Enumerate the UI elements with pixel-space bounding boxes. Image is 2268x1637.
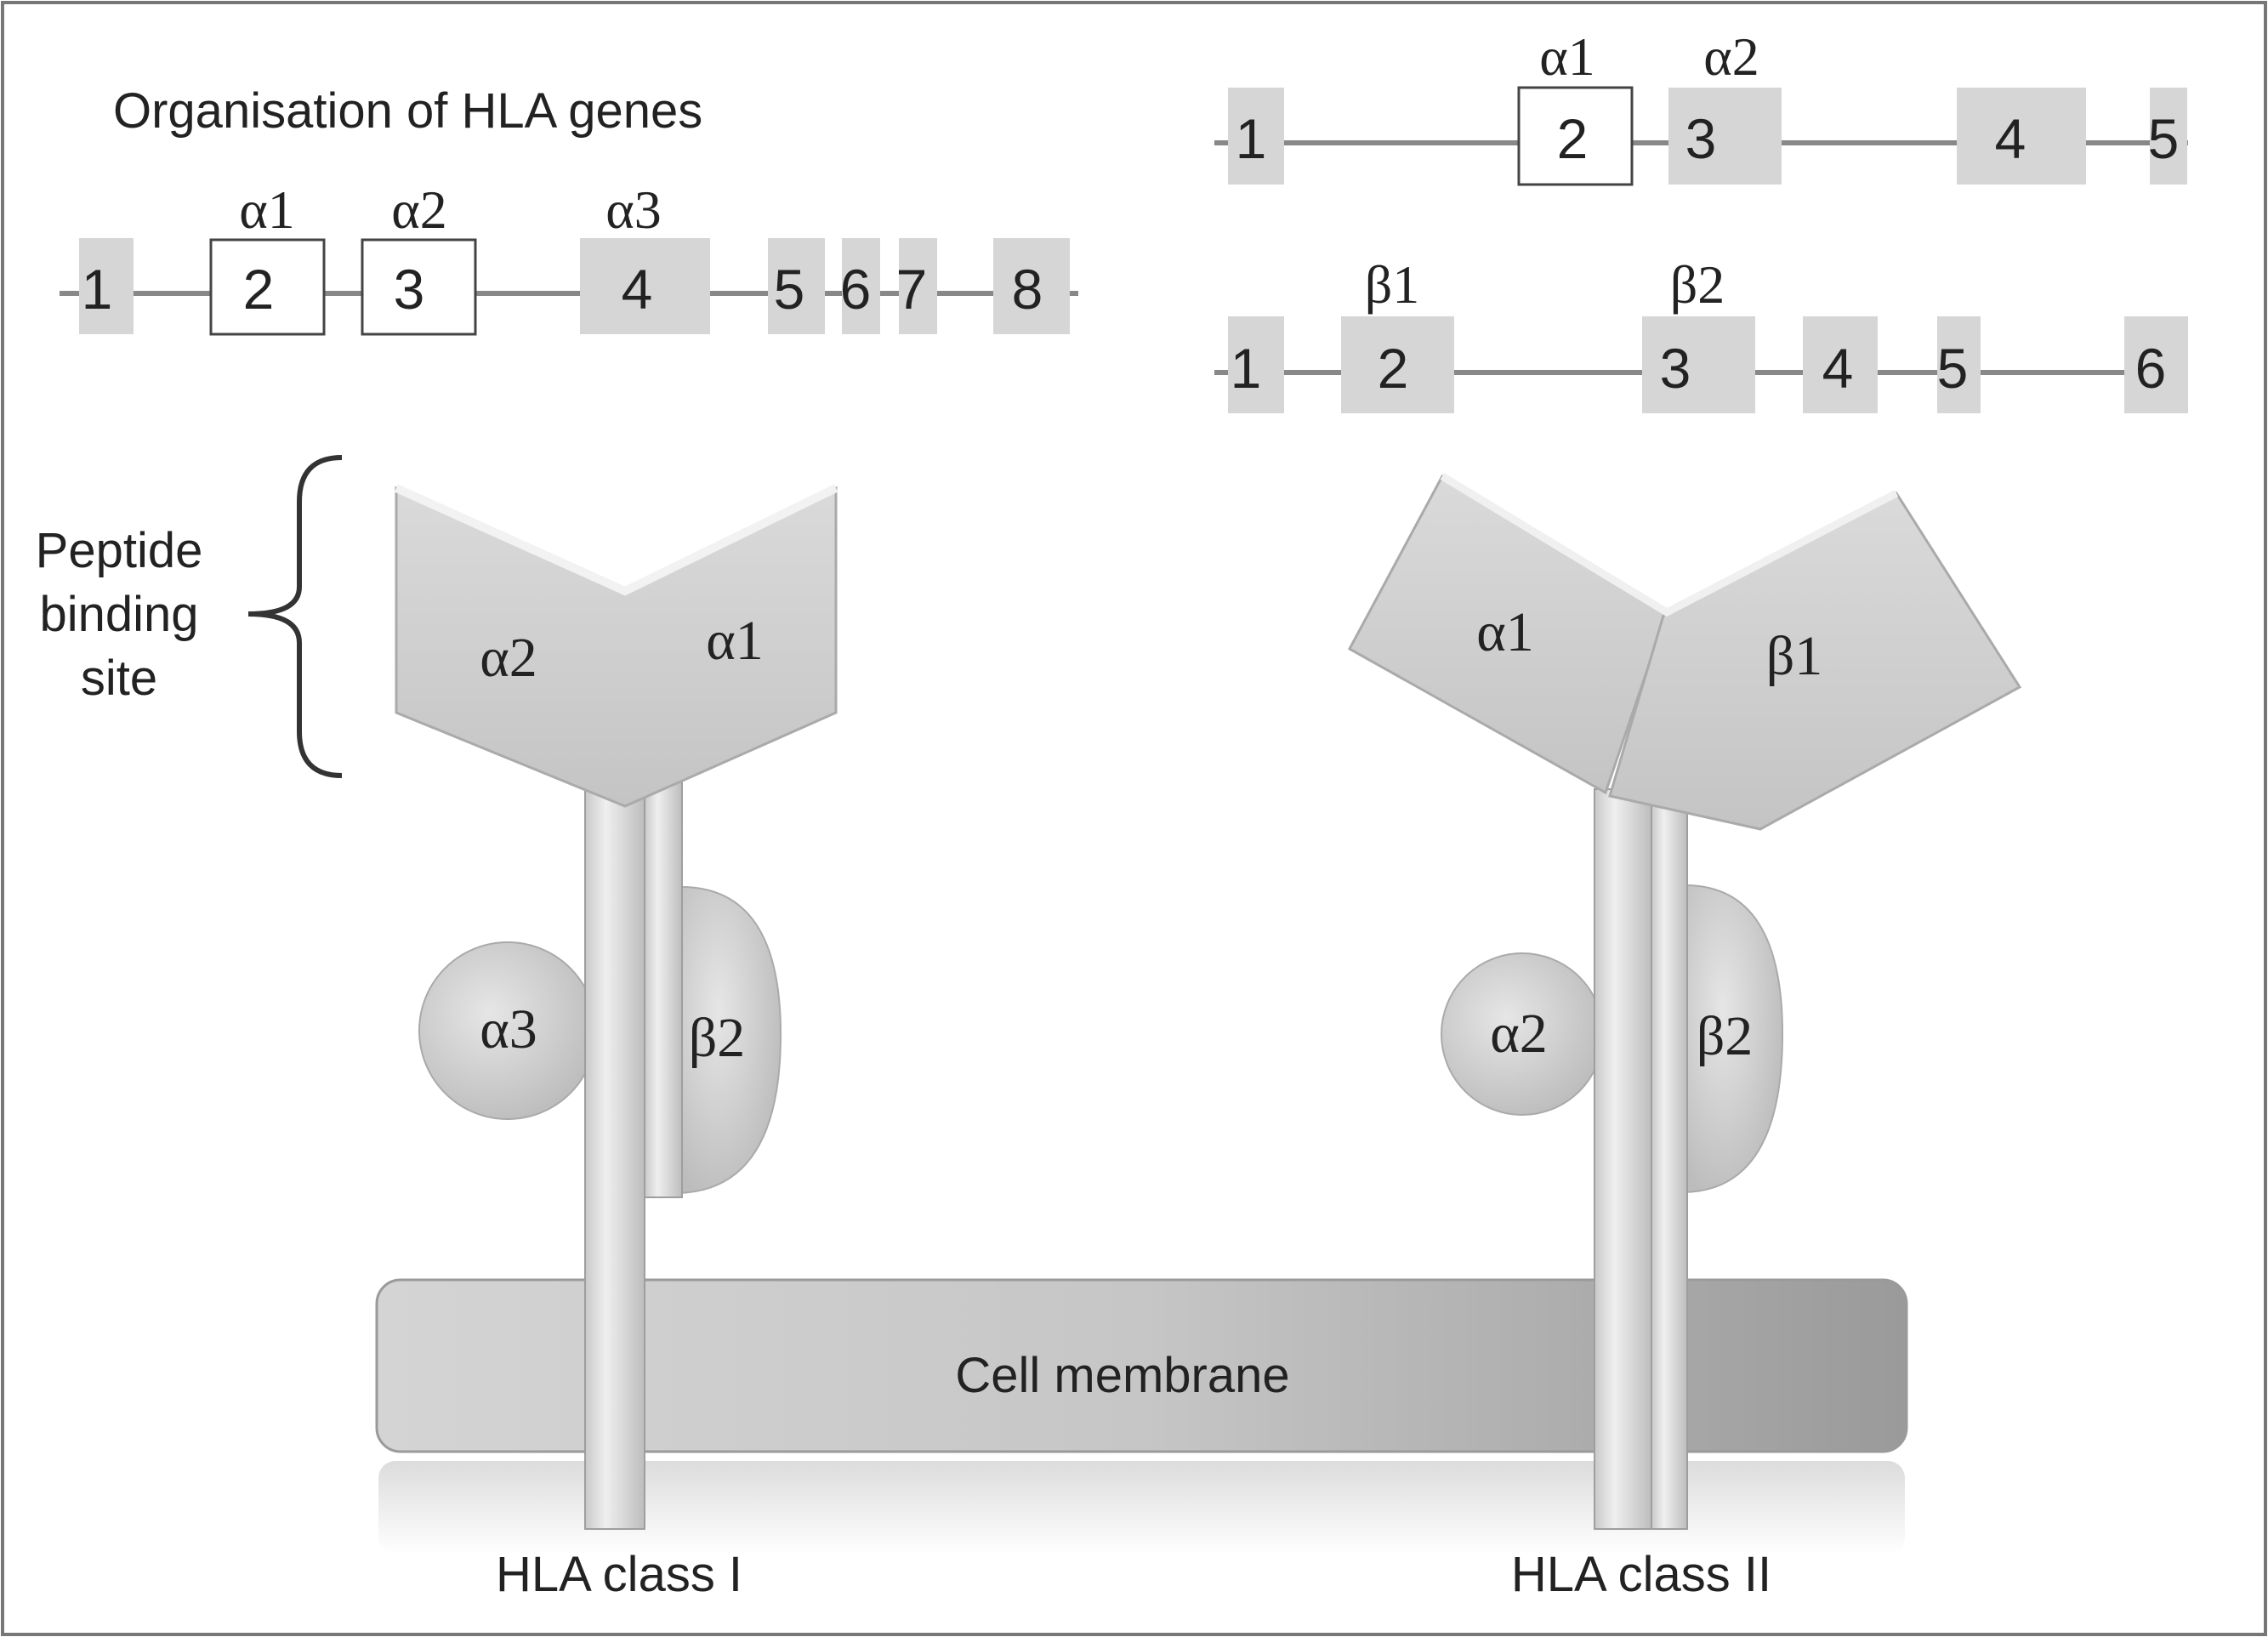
class-ii-alpha-exon-2 [1517, 86, 1634, 186]
class-i-exon-label-5: 5 [774, 258, 805, 321]
class-ii-alpha-exon-3 [1668, 88, 1782, 185]
peptide-binding-label-line-1: Peptide [36, 523, 203, 578]
class-i-exon-label-1: 1 [82, 258, 113, 321]
class-ii-a2-label: α2 [1490, 1003, 1548, 1065]
class-ii-alpha-exon-label-2: 2 [1557, 107, 1589, 170]
class-i-exon-label-4: 4 [622, 258, 653, 321]
class-ii-stalk-left [1594, 788, 1652, 1530]
class-ii-alpha-domain-label-a1: α1 [1539, 26, 1595, 87]
class-i-b2-label: β2 [689, 1007, 746, 1069]
class-i-peptide-binding-groove [395, 486, 838, 808]
class-ii-beta-exon-label-3: 3 [1660, 337, 1691, 400]
class-ii-beta-domain-label-b2: β2 [1670, 254, 1725, 315]
class-i-exon-3 [361, 238, 477, 336]
membrane-label: Cell membrane [955, 1348, 1289, 1403]
class-ii-beta-exon-6 [2124, 316, 2188, 413]
class-ii-alpha-gene-map: 1 2 3 4 5 α1 α2 [1214, 26, 2188, 186]
class-ii-alpha-exon-1 [1228, 88, 1284, 185]
class-i-a2-label: α2 [480, 627, 537, 689]
class-ii-beta-exon-5 [1937, 316, 1981, 413]
class-i-exon-label-3: 3 [394, 258, 425, 321]
class-ii-b1-label: β1 [1766, 625, 1823, 687]
hla-class-i-molecule: α2 α1 α3 β2 HLA class I [394, 484, 838, 1602]
class-i-exon-label-2: 2 [243, 258, 275, 321]
class-ii-alpha-exon-label-3: 3 [1685, 107, 1717, 170]
class-ii-b1-domain [1608, 492, 2022, 831]
class-ii-b2-label: β2 [1697, 1005, 1754, 1067]
class-i-caption: HLA class I [496, 1547, 742, 1602]
class-i-exon-label-8: 8 [1012, 258, 1043, 321]
class-ii-beta-exon-label-5: 5 [1937, 337, 1969, 400]
class-ii-alpha-exon-label-5: 5 [2148, 107, 2180, 170]
class-ii-alpha-exon-4 [1957, 88, 2086, 185]
cell-membrane: Cell membrane [375, 1278, 1908, 1555]
class-i-domain-label-a2: α2 [391, 179, 447, 240]
class-i-groove-highlight [394, 484, 838, 596]
peptide-binding-label-line-2: binding [39, 587, 198, 642]
class-i-b2-domain [677, 885, 782, 1195]
figure-title: Organisation of HLA genes [113, 83, 702, 139]
class-ii-beta-exon-label-4: 4 [1822, 337, 1854, 400]
class-i-exon-6 [842, 238, 880, 334]
class-i-domain-label-a1: α1 [239, 179, 295, 240]
class-ii-beta-exon-1 [1228, 316, 1284, 413]
peptide-binding-bracket [247, 455, 343, 778]
class-i-a1-label: α1 [706, 610, 764, 672]
class-i-exon-5 [768, 238, 825, 334]
peptide-binding-site-callout: Peptide binding site [36, 455, 343, 778]
hla-class-ii-molecule: α1 β1 α2 β2 HLA class II [1347, 473, 2022, 1602]
class-ii-beta-gene-map: 1 2 3 4 5 6 β1 β2 [1214, 254, 2188, 413]
membrane-reflection [378, 1461, 1905, 1555]
class-i-exon-7 [899, 238, 937, 334]
class-ii-alpha-exon-5 [2150, 88, 2187, 185]
class-ii-alpha-domain-label-a2: α2 [1703, 26, 1759, 87]
class-ii-a1-label: α1 [1476, 601, 1534, 663]
class-ii-domain-highlight [1440, 473, 1899, 617]
peptide-binding-label-line-3: site [81, 651, 157, 706]
class-ii-stalk-right [1651, 788, 1688, 1530]
class-ii-b2-domain [1683, 884, 1784, 1194]
class-i-exon-4 [580, 238, 710, 334]
class-ii-beta-exon-label-2: 2 [1378, 337, 1409, 400]
class-i-a3-label: α3 [480, 998, 537, 1060]
class-i-exon-label-7: 7 [896, 258, 928, 321]
class-ii-beta-exon-3 [1642, 316, 1755, 413]
class-i-domain-label-a3: α3 [605, 179, 662, 240]
class-ii-beta-exon-4 [1803, 316, 1878, 413]
class-i-stalk-left [584, 782, 645, 1530]
class-i-gene-map: 1 2 3 4 5 6 7 8 α1 α2 α3 [60, 179, 1078, 336]
class-i-exon-1 [79, 238, 134, 334]
membrane-bar [375, 1278, 1908, 1453]
class-ii-beta-domain-label-b1: β1 [1365, 254, 1420, 315]
class-ii-caption: HLA class II [1511, 1547, 1771, 1602]
class-ii-alpha-exon-label-4: 4 [1995, 107, 2026, 170]
class-i-exon-8 [993, 238, 1070, 334]
class-i-stalk-right [644, 782, 683, 1198]
class-ii-beta-exon-label-6: 6 [2135, 337, 2167, 400]
class-ii-beta-exon-2 [1341, 316, 1454, 413]
class-i-exon-2 [209, 238, 326, 336]
class-ii-alpha-exon-label-1: 1 [1236, 107, 1267, 170]
class-i-exon-label-6: 6 [840, 258, 872, 321]
class-ii-beta-exon-label-1: 1 [1231, 337, 1262, 400]
